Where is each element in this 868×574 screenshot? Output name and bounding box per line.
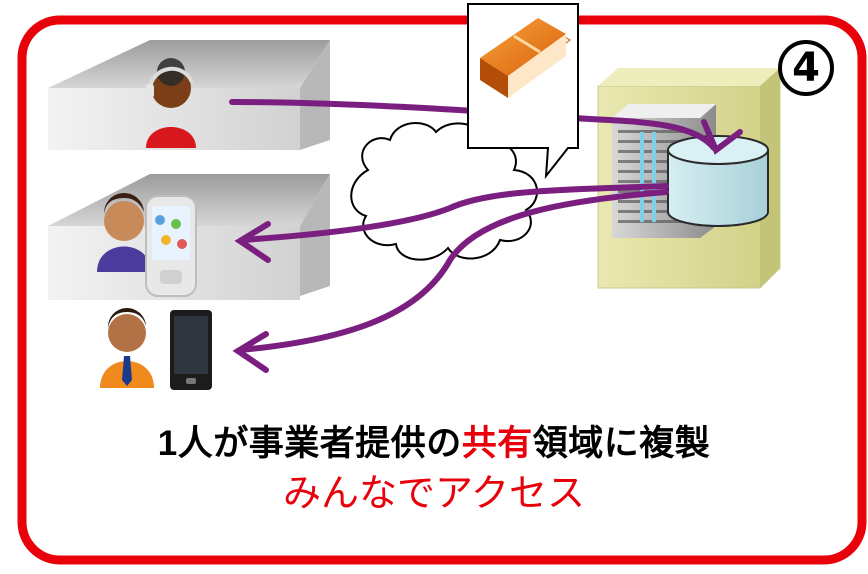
person-headset-icon <box>146 58 196 148</box>
download-arrow-head-1 <box>234 221 271 263</box>
person-icon <box>100 307 154 388</box>
caption-line-1-part2: 領域に複製 <box>532 424 711 463</box>
step-number-badge: 4 <box>778 40 834 96</box>
smartphone-icon <box>145 195 197 297</box>
caption-line-1-part1: 1人が事業者提供の <box>157 424 462 463</box>
person-icon <box>97 192 151 272</box>
caption-line-1: 1人が事業者提供の共有領域に複製 <box>0 422 868 466</box>
book-icon <box>480 18 571 98</box>
upload-arrow-head <box>701 119 743 155</box>
caption-line-2: みんなでアクセス <box>0 470 868 518</box>
download-arrow-to-house2 <box>239 183 669 243</box>
caption: 1人が事業者提供の共有領域に複製 みんなでアクセス <box>0 422 868 518</box>
caption-highlight: 共有 <box>461 424 533 463</box>
phone-icon <box>170 310 212 390</box>
caption-line-2-text: みんなでアクセス <box>282 473 586 515</box>
download-arrow-head-2 <box>232 331 269 373</box>
download-arrow-to-person3 <box>237 189 669 353</box>
step-number-label: 4 <box>792 45 820 91</box>
